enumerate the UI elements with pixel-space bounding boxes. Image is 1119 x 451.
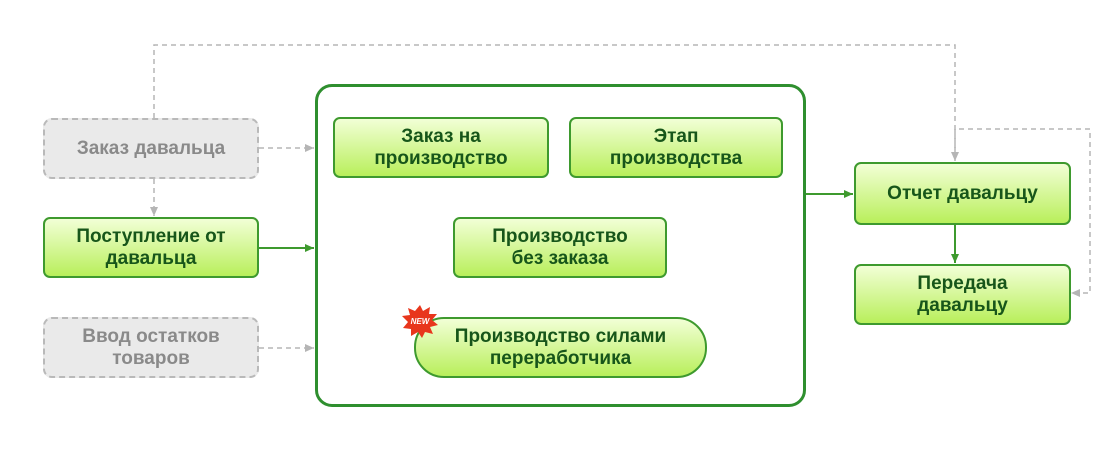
node-receipt-from-tolling[interactable]: Поступление от давальца	[43, 217, 259, 278]
node-order-tolling[interactable]: Заказ давальца	[43, 118, 259, 179]
new-burst-icon: NEW	[402, 305, 438, 338]
node-production-by-processor[interactable]: Производство силами переработчика	[414, 317, 707, 378]
connector-report-loop-to-transfer	[954, 128, 1091, 297]
node-production-stage[interactable]: Этап производства	[569, 117, 783, 178]
node-report-tolling[interactable]: Отчет давальцу	[854, 162, 1071, 225]
node-production-order[interactable]: Заказ на производство	[333, 117, 549, 178]
new-badge-text: NEW	[411, 317, 431, 326]
node-stock-input[interactable]: Ввод остатков товаров	[43, 317, 259, 378]
node-production-no-order[interactable]: Производство без заказа	[453, 217, 667, 278]
node-transfer-tolling[interactable]: Передача давальцу	[854, 264, 1071, 325]
connector-order-to-report	[153, 44, 959, 161]
